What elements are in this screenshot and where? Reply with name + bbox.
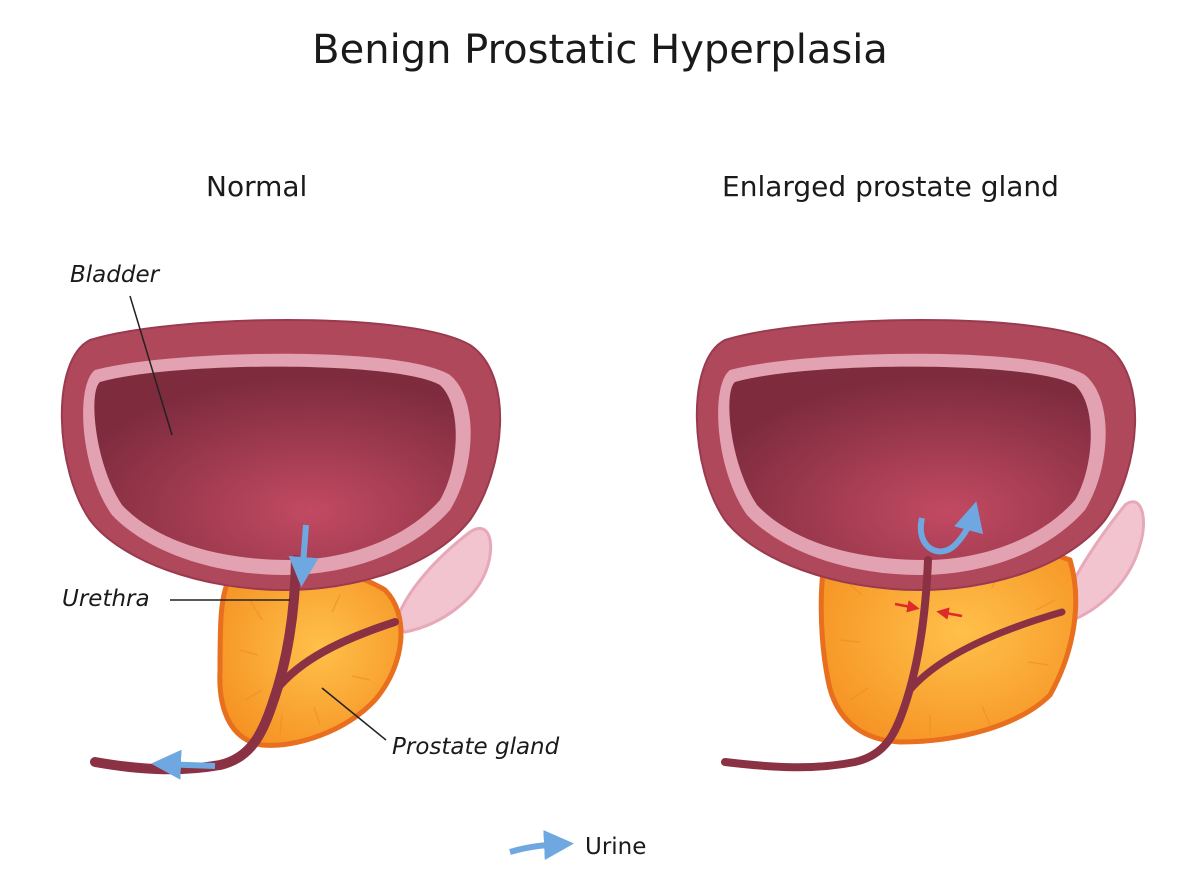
bladder-cavity-normal [94,366,456,560]
urine-flow-arrow-normal-top [288,524,319,587]
bladder-cavity-enlarged [729,366,1091,560]
urine-legend-arrow [509,830,574,861]
urine-flow-arrow-normal-bottom [151,749,216,780]
seminal-vesicle-enlarged [1058,500,1145,624]
urine-blocked-arrow [917,501,984,555]
urethra-enlarged [721,556,932,772]
prostate-leader-line [321,687,387,741]
panel-title-enlarged: Enlarged prostate gland [722,170,1059,203]
urethra-label: Urethra [62,586,150,612]
ejaculatory-duct-enlarged [906,608,1066,694]
constriction-arrow-right [936,607,963,620]
seminal-vesicle-normal [393,526,493,634]
enlarged-panel [695,319,1145,772]
ejaculatory-duct-normal [272,618,399,694]
bladder-label: Bladder [70,262,160,288]
bladder-leader-line [129,295,173,436]
normal-panel [60,295,502,780]
urine-legend-label: Urine [585,834,647,860]
prostate-gland-label: Prostate gland [392,734,560,760]
constriction-arrow-left [894,600,920,613]
diagram-title: Benign Prostatic Hyperplasia [312,27,888,73]
panel-title-normal: Normal [206,170,308,203]
